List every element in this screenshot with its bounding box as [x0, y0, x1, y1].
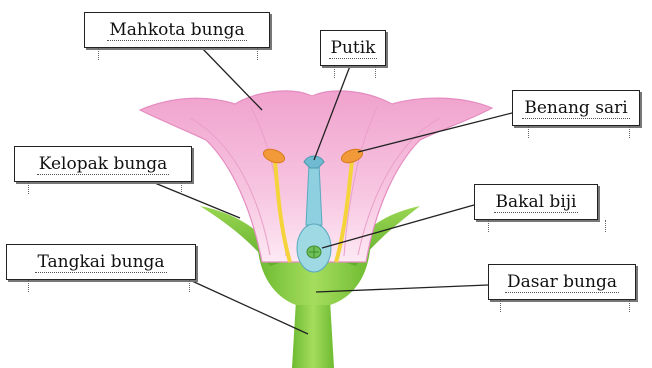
label-tangkai-bunga-text: Tangkai bunga — [35, 252, 166, 273]
label-putik: Putik — [320, 30, 386, 66]
label-dasar-bunga-text: Dasar bunga — [505, 272, 619, 293]
stem-shape — [292, 300, 334, 368]
label-putik-text: Putik — [329, 38, 378, 59]
label-bakal-biji: Bakal biji — [474, 184, 598, 220]
pistil-style — [306, 164, 322, 225]
label-kelopak-bunga-text: Kelopak bunga — [37, 154, 170, 175]
label-dasar-bunga: Dasar bunga — [488, 264, 636, 300]
label-benang-sari: Benang sari — [512, 90, 640, 126]
label-tangkai-bunga: Tangkai bunga — [6, 244, 196, 280]
label-kelopak-bunga: Kelopak bunga — [14, 146, 192, 182]
label-benang-sari-text: Benang sari — [522, 98, 629, 119]
label-bakal-biji-text: Bakal biji — [494, 192, 579, 213]
label-mahkota-bunga: Mahkota bunga — [84, 12, 270, 48]
label-mahkota-bunga-text: Mahkota bunga — [107, 20, 246, 41]
